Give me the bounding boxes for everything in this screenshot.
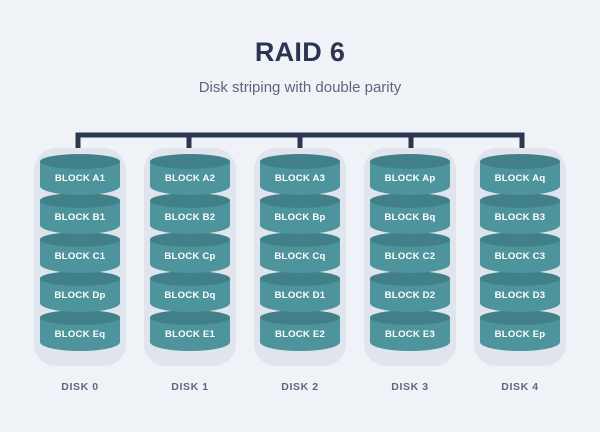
block-label: BLOCK Ap: [384, 173, 436, 184]
disk-block[interactable]: BLOCK Aq: [480, 154, 560, 202]
block-label: BLOCK D1: [274, 290, 326, 301]
block-label: BLOCK Eq: [54, 329, 106, 340]
block-label: BLOCK E1: [164, 329, 216, 340]
disk-block[interactable]: BLOCK B1: [40, 193, 120, 241]
disk-block[interactable]: BLOCK E1: [150, 310, 230, 358]
cylinder-top-ellipse: [260, 232, 340, 247]
disk-block[interactable]: BLOCK B2: [150, 193, 230, 241]
cylinder-top-ellipse: [370, 271, 450, 286]
disk-block[interactable]: BLOCK A1: [40, 154, 120, 202]
block-label: BLOCK Dp: [54, 290, 106, 301]
cylinder-top-ellipse: [370, 193, 450, 208]
disk-block[interactable]: BLOCK Dq: [150, 271, 230, 319]
disk-block[interactable]: BLOCK E3: [370, 310, 450, 358]
block-stack: BLOCK E1 BLOCK Dq BLOCK Cp BLOCK B2 BLOCK A2: [150, 154, 230, 360]
disk-array: BLOCK Eq BLOCK Dp BLOCK C1 BLOCK B1 BLOCK A1…: [0, 148, 600, 393]
cylinder-top-ellipse: [260, 193, 340, 208]
disk-block[interactable]: BLOCK D2: [370, 271, 450, 319]
disk-casing: BLOCK E3 BLOCK D2 BLOCK C2 BLOCK Bq BLOCK Ap: [364, 148, 456, 366]
disk-block[interactable]: BLOCK C2: [370, 232, 450, 280]
block-label: BLOCK Dq: [164, 290, 216, 301]
block-label: BLOCK C2: [384, 251, 436, 262]
page-title: RAID 6: [254, 37, 346, 67]
diagram-header: RAID 6 Disk striping with double parity: [0, 0, 600, 96]
disk-label: DISK 4: [501, 381, 539, 393]
block-label: BLOCK C3: [494, 251, 546, 262]
cylinder-top-ellipse: [150, 193, 230, 208]
block-label: BLOCK C1: [54, 251, 106, 262]
disk-casing: BLOCK E2 BLOCK D1 BLOCK Cq BLOCK Bp BLOCK A3: [254, 148, 346, 366]
block-stack: BLOCK Eq BLOCK Dp BLOCK C1 BLOCK B1 BLOCK A1: [40, 154, 120, 360]
cylinder-top-ellipse: [40, 271, 120, 286]
disk-block[interactable]: BLOCK A3: [260, 154, 340, 202]
cylinder-top-ellipse: [260, 271, 340, 286]
block-label: BLOCK Cq: [274, 251, 326, 262]
disk-label: DISK 0: [61, 381, 99, 393]
disk-label: DISK 3: [391, 381, 429, 393]
block-label: BLOCK B2: [164, 212, 216, 223]
block-label: BLOCK Cp: [164, 251, 216, 262]
cylinder-top-ellipse: [260, 310, 340, 325]
disk-column[interactable]: BLOCK E1 BLOCK Dq BLOCK Cp BLOCK B2 BLOCK A2…: [144, 148, 236, 393]
disk-column[interactable]: BLOCK Eq BLOCK Dp BLOCK C1 BLOCK B1 BLOCK A1…: [34, 148, 126, 393]
disk-block[interactable]: BLOCK Eq: [40, 310, 120, 358]
block-label: BLOCK D2: [384, 290, 436, 301]
cylinder-top-ellipse: [480, 154, 560, 169]
disk-column[interactable]: BLOCK Ep BLOCK D3 BLOCK C3 BLOCK B3 BLOCK Aq…: [474, 148, 566, 393]
block-label: BLOCK A3: [274, 173, 326, 184]
block-label: BLOCK B1: [54, 212, 106, 223]
block-stack: BLOCK E3 BLOCK D2 BLOCK C2 BLOCK Bq BLOCK Ap: [370, 154, 450, 360]
disk-block[interactable]: BLOCK Cq: [260, 232, 340, 280]
cylinder-top-ellipse: [150, 271, 230, 286]
cylinder-top-ellipse: [40, 232, 120, 247]
block-stack: BLOCK Ep BLOCK D3 BLOCK C3 BLOCK B3 BLOCK Aq: [480, 154, 560, 360]
disk-label: DISK 1: [171, 381, 209, 393]
cylinder-top-ellipse: [40, 310, 120, 325]
disk-casing: BLOCK E1 BLOCK Dq BLOCK Cp BLOCK B2 BLOCK A2: [144, 148, 236, 366]
block-label: BLOCK E2: [274, 329, 326, 340]
cylinder-top-ellipse: [370, 310, 450, 325]
disk-block[interactable]: BLOCK D3: [480, 271, 560, 319]
disk-block[interactable]: BLOCK Bq: [370, 193, 450, 241]
cylinder-top-ellipse: [40, 193, 120, 208]
disk-block[interactable]: BLOCK A2: [150, 154, 230, 202]
page-subtitle: Disk striping with double parity: [198, 78, 402, 96]
cylinder-top-ellipse: [480, 310, 560, 325]
disk-casing: BLOCK Eq BLOCK Dp BLOCK C1 BLOCK B1 BLOCK A1: [34, 148, 126, 366]
cylinder-top-ellipse: [480, 193, 560, 208]
block-label: BLOCK Bq: [384, 212, 436, 223]
disk-block[interactable]: BLOCK D1: [260, 271, 340, 319]
block-label: BLOCK E3: [384, 329, 436, 340]
block-label: BLOCK D3: [494, 290, 546, 301]
block-stack: BLOCK E2 BLOCK D1 BLOCK Cq BLOCK Bp BLOCK A3: [260, 154, 340, 360]
cylinder-top-ellipse: [480, 271, 560, 286]
block-label: BLOCK Bp: [274, 212, 326, 223]
cylinder-top-ellipse: [150, 232, 230, 247]
cylinder-top-ellipse: [260, 154, 340, 169]
block-label: BLOCK B3: [494, 212, 546, 223]
disk-block[interactable]: BLOCK Cp: [150, 232, 230, 280]
disk-casing: BLOCK Ep BLOCK D3 BLOCK C3 BLOCK B3 BLOCK Aq: [474, 148, 566, 366]
disk-block[interactable]: BLOCK C1: [40, 232, 120, 280]
block-label: BLOCK A2: [164, 173, 216, 184]
cylinder-top-ellipse: [40, 154, 120, 169]
cylinder-top-ellipse: [150, 154, 230, 169]
disk-block[interactable]: BLOCK Bp: [260, 193, 340, 241]
disk-block[interactable]: BLOCK B3: [480, 193, 560, 241]
disk-label: DISK 2: [281, 381, 319, 393]
disk-block[interactable]: BLOCK Dp: [40, 271, 120, 319]
block-label: BLOCK A1: [54, 173, 106, 184]
disk-column[interactable]: BLOCK E2 BLOCK D1 BLOCK Cq BLOCK Bp BLOCK A3…: [254, 148, 346, 393]
block-label: BLOCK Aq: [494, 173, 546, 184]
disk-block[interactable]: BLOCK C3: [480, 232, 560, 280]
block-label: BLOCK Ep: [494, 329, 546, 340]
cylinder-top-ellipse: [370, 232, 450, 247]
cylinder-top-ellipse: [150, 310, 230, 325]
cylinder-top-ellipse: [480, 232, 560, 247]
disk-block[interactable]: BLOCK E2: [260, 310, 340, 358]
disk-block[interactable]: BLOCK Ep: [480, 310, 560, 358]
disk-block[interactable]: BLOCK Ap: [370, 154, 450, 202]
cylinder-top-ellipse: [370, 154, 450, 169]
disk-column[interactable]: BLOCK E3 BLOCK D2 BLOCK C2 BLOCK Bq BLOCK Ap…: [364, 148, 456, 393]
